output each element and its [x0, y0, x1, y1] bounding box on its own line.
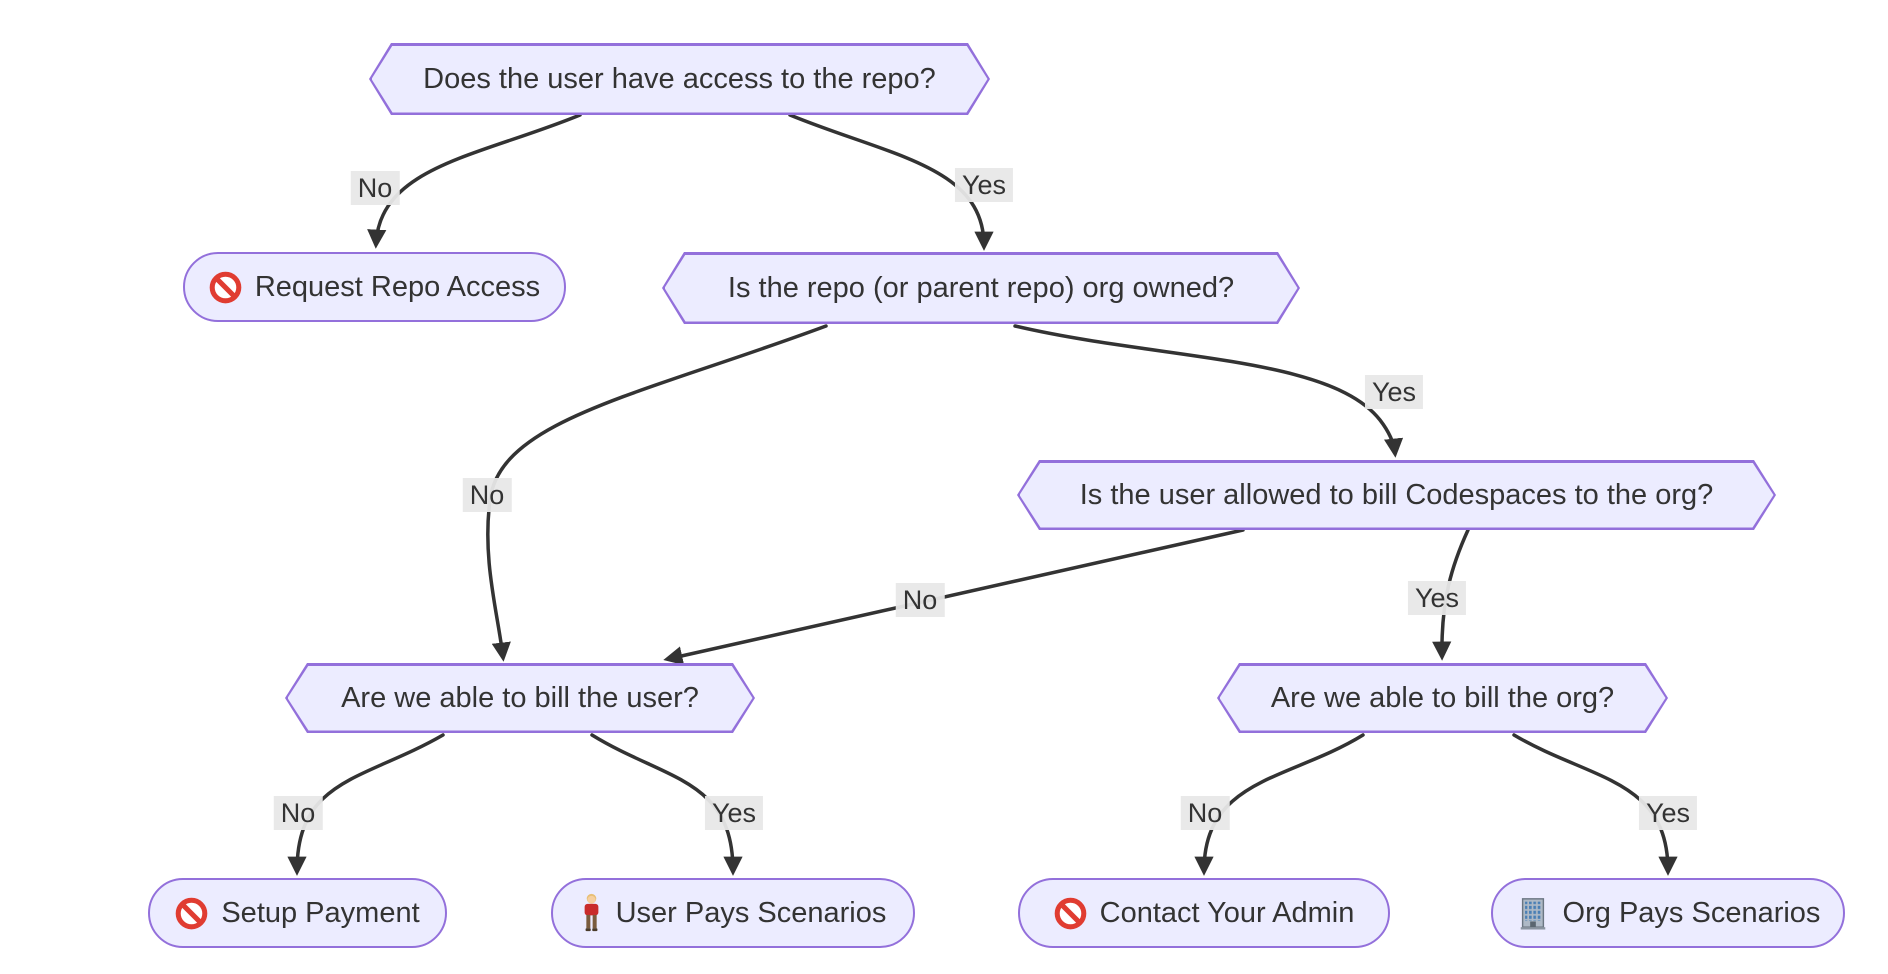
outcome-label: User Pays Scenarios: [615, 896, 887, 929]
decision-allowed-bill: Is the user allowed to bill Codespaces t…: [1017, 460, 1776, 530]
edge-org-owned-yes: [1013, 324, 1404, 458]
outcome-label: Org Pays Scenarios: [1562, 896, 1821, 929]
decision-bill-org: Are we able to bill the org?: [1217, 663, 1668, 733]
hexagon-fill: [1220, 666, 1666, 731]
decision-org-owned-label: Is the repo (or parent repo) org owned?: [727, 271, 1235, 304]
edge-label-bill-user-yes: Yes: [704, 796, 764, 830]
decision-allowed-bill-label: Is the user allowed to bill Codespaces t…: [1079, 478, 1714, 511]
edge-access-no: [367, 113, 582, 249]
decision-bill-user: Are we able to bill the user?: [285, 663, 755, 733]
outcome-setup-payment: Setup Payment: [148, 878, 447, 948]
edge-label-allowed-no: No: [895, 583, 945, 617]
outcome-label: Request Repo Access: [254, 270, 541, 303]
no-entry-icon: [1054, 897, 1087, 930]
hexagon-fill: [1020, 463, 1774, 528]
edge-label-access-no: No: [350, 171, 400, 205]
hexagon-fill: [665, 255, 1298, 322]
no-entry-icon: [175, 897, 208, 930]
edge-label-bill-user-no: No: [273, 796, 323, 830]
outcome-user-pays: User Pays Scenarios: [551, 878, 915, 948]
decision-access-label: Does the user have access to the repo?: [423, 62, 936, 95]
outcome-contact-admin: Contact Your Admin: [1018, 878, 1390, 948]
no-entry-icon: [209, 271, 242, 304]
decision-access: Does the user have access to the repo?: [369, 43, 990, 115]
edge-label-access-yes: Yes: [954, 168, 1014, 202]
edge-label-org-owned-no: No: [462, 478, 512, 512]
hexagon-fill: [288, 666, 753, 731]
office-building-icon: [1516, 896, 1550, 930]
person-icon: [580, 892, 603, 934]
outcome-org-pays: Org Pays Scenarios: [1491, 878, 1845, 948]
edge-allowed-no: [663, 528, 1245, 666]
outcome-request-repo-access: Request Repo Access: [183, 252, 566, 322]
outcome-label: Setup Payment: [221, 896, 420, 929]
hexagon-fill: [372, 46, 988, 113]
edge-label-org-owned-yes: Yes: [1364, 375, 1424, 409]
decision-bill-user-label: Are we able to bill the user?: [341, 681, 699, 714]
decision-org-owned: Is the repo (or parent repo) org owned?: [662, 252, 1300, 324]
decision-bill-org-label: Are we able to bill the org?: [1270, 681, 1615, 714]
edge-label-bill-org-no: No: [1180, 796, 1230, 830]
edge-org-owned-no: [486, 324, 828, 662]
edge-label-allowed-yes: Yes: [1407, 581, 1467, 615]
edge-label-bill-org-yes: Yes: [1638, 796, 1698, 830]
outcome-label: Contact Your Admin: [1099, 896, 1355, 929]
